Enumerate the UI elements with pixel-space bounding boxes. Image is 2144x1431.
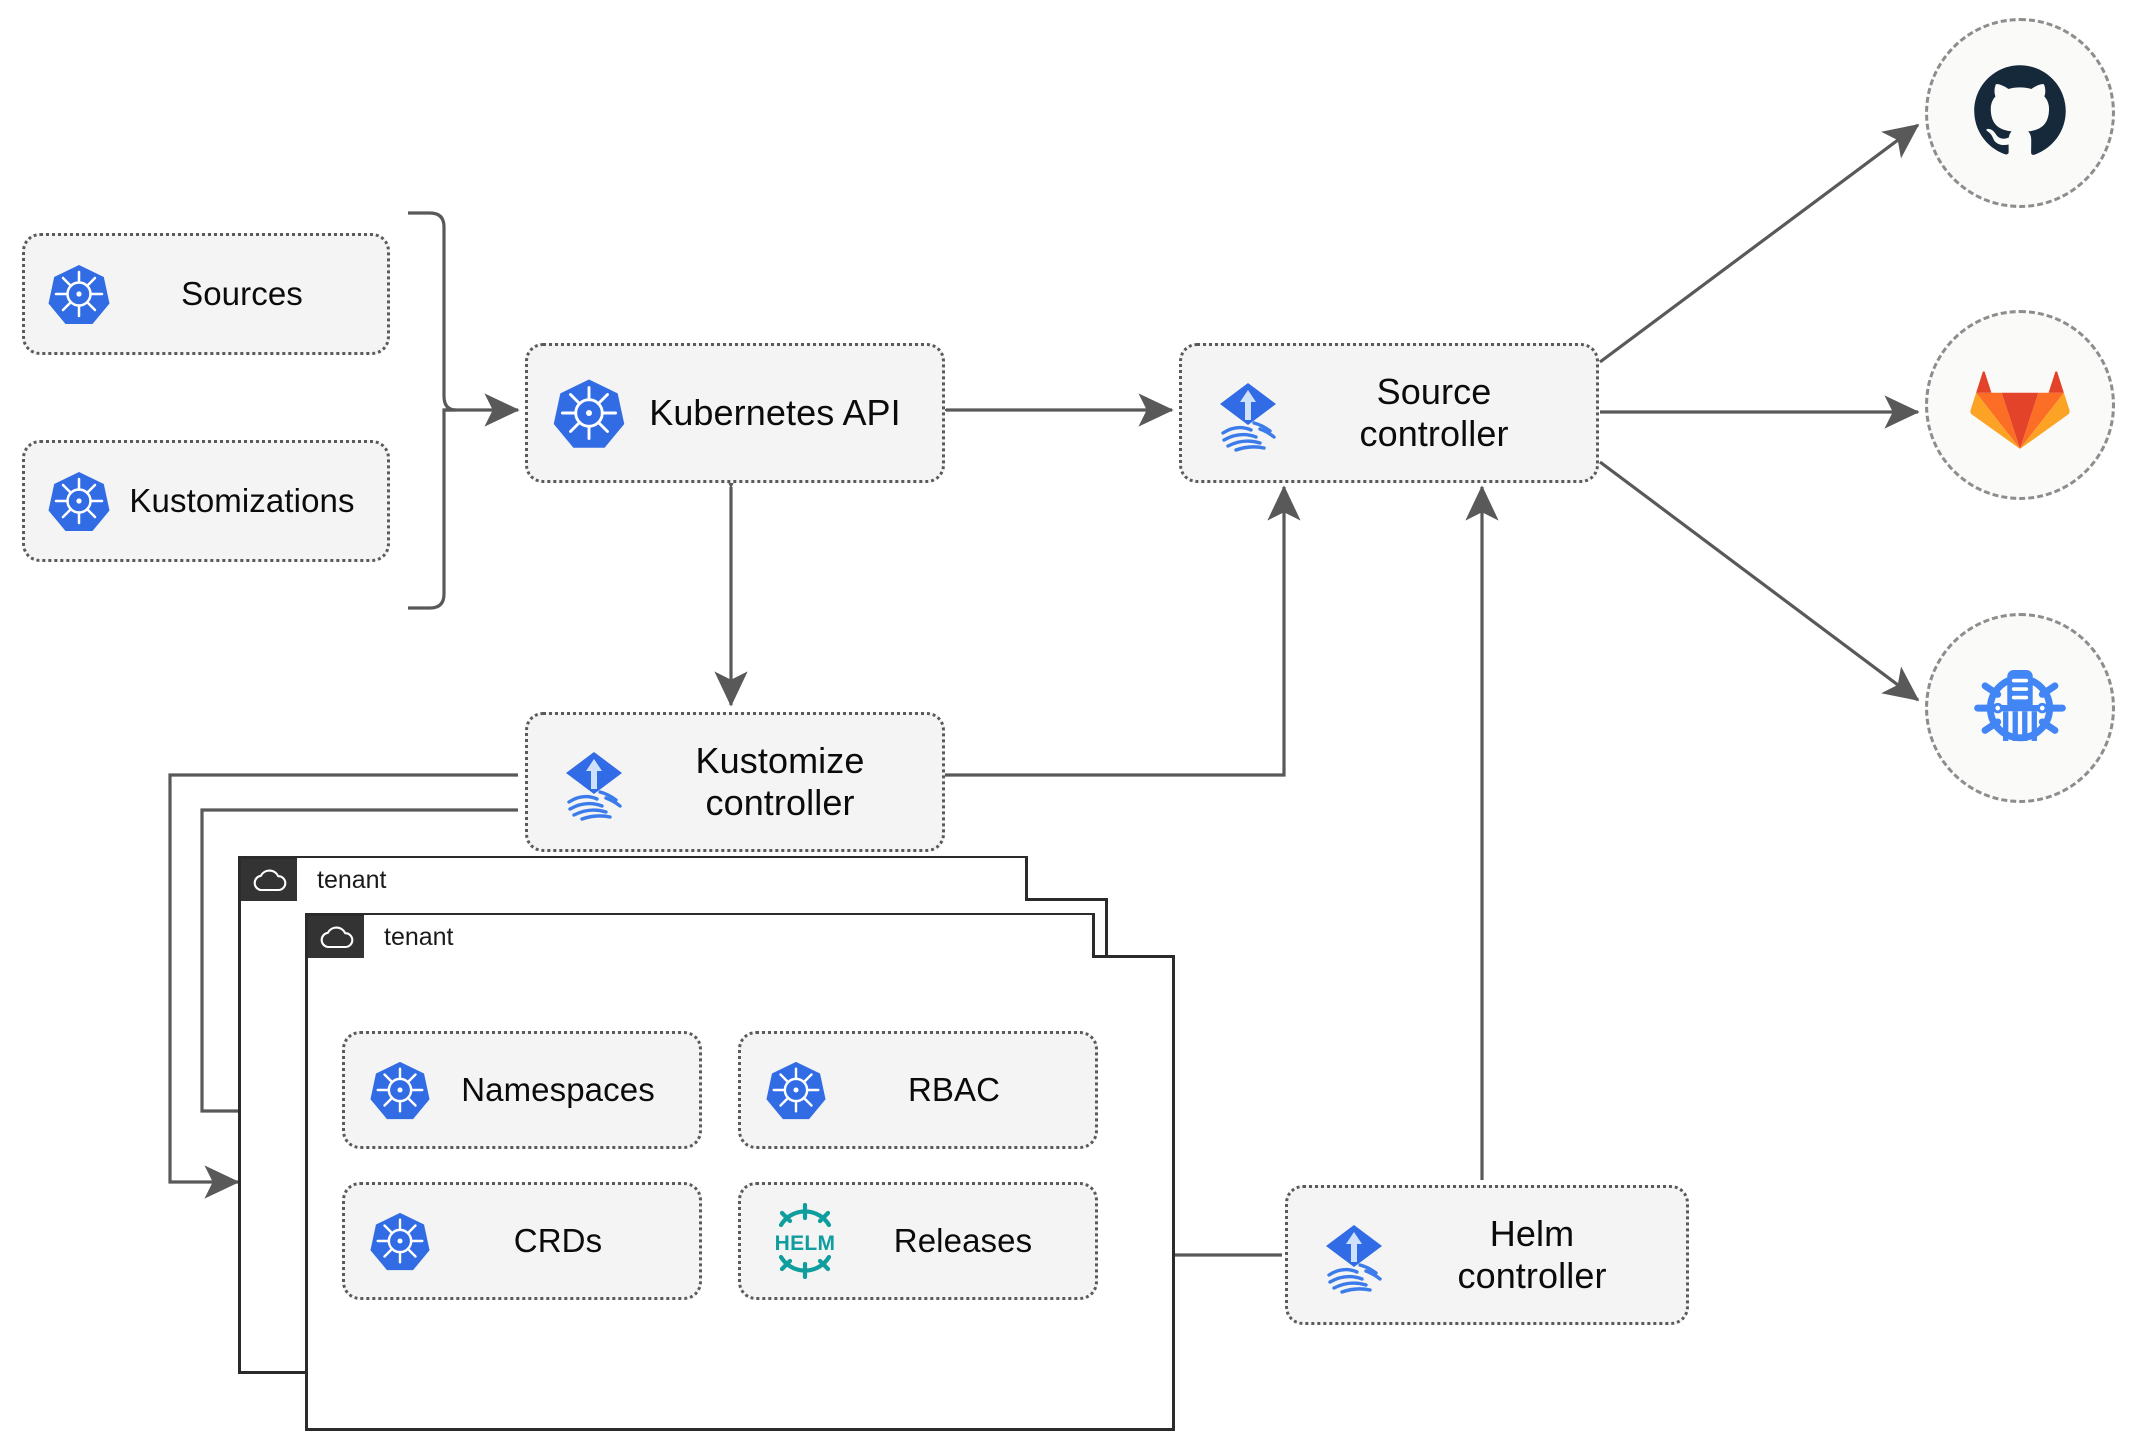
node-label-source-controller: Source controller <box>1290 371 1578 456</box>
kubernetes-icon <box>552 376 626 450</box>
edge-group-bracket <box>408 211 457 610</box>
tenant-tab-outer: tenant <box>238 856 1028 903</box>
flux-icon <box>1206 371 1290 455</box>
node-label-line1: Helm <box>1489 1212 1575 1254</box>
kubernetes-icon <box>369 1210 431 1272</box>
node-kustomize-controller[interactable]: Kustomize controller <box>525 712 945 852</box>
tenant-label-inner: tenant <box>364 914 1092 960</box>
node-label-line2: controller <box>1359 413 1509 454</box>
node-helm-controller[interactable]: Helm controller <box>1285 1185 1689 1325</box>
github-icon <box>1968 59 2072 168</box>
node-label-line1: Source <box>1376 370 1492 412</box>
node-crds[interactable]: CRDs <box>342 1182 702 1300</box>
node-label-line2: controller <box>705 782 855 823</box>
endpoint-bucket[interactable] <box>1925 613 2115 803</box>
node-label-line2: controller <box>1457 1255 1607 1296</box>
kubernetes-icon <box>47 469 111 533</box>
node-kustomizations[interactable]: Kustomizations <box>22 440 390 562</box>
node-label-kustomize-controller: Kustomize controller <box>636 740 924 825</box>
node-releases[interactable]: HELM Releases <box>738 1182 1098 1300</box>
node-label-rbac: RBAC <box>907 1070 1001 1108</box>
edge-kustomizecontroller-sourcecontroller <box>945 485 1301 777</box>
kubernetes-icon <box>765 1059 827 1121</box>
edge-sourcecontroller-bucket <box>1599 460 1920 702</box>
cloud-icon <box>308 915 364 960</box>
node-rbac[interactable]: RBAC <box>738 1031 1098 1149</box>
tenant-label-outer: tenant <box>297 857 1025 903</box>
endpoint-github[interactable] <box>1925 18 2115 208</box>
cloud-icon <box>241 858 297 903</box>
node-label-crds: CRDs <box>513 1221 603 1259</box>
flux-icon <box>1312 1213 1396 1297</box>
flux-icon <box>552 740 636 824</box>
node-sources[interactable]: Sources <box>22 233 390 355</box>
edge-sourcecontroller-github <box>1599 123 1920 364</box>
node-label-kustomizations: Kustomizations <box>129 481 355 519</box>
node-source-controller[interactable]: Source controller <box>1179 343 1599 483</box>
helm-icon: HELM <box>765 1203 845 1279</box>
node-label-line1: Kustomize <box>695 739 865 781</box>
svg-text:HELM: HELM <box>775 1232 836 1255</box>
kubernetes-icon <box>369 1059 431 1121</box>
node-label-kubernetes-api: Kubernetes API <box>649 391 901 433</box>
node-namespaces[interactable]: Namespaces <box>342 1031 702 1149</box>
tenant-tab-inner: tenant <box>305 913 1095 960</box>
bucket-icon <box>1967 653 2073 764</box>
node-label-helm-controller: Helm controller <box>1396 1213 1668 1298</box>
node-label-releases: Releases <box>893 1221 1033 1259</box>
kubernetes-icon <box>47 262 111 326</box>
endpoint-gitlab[interactable] <box>1925 310 2115 500</box>
node-kubernetes-api[interactable]: Kubernetes API <box>525 343 945 483</box>
node-label-namespaces: Namespaces <box>461 1070 655 1108</box>
node-label-sources: Sources <box>181 274 303 312</box>
gitlab-icon <box>1969 355 2071 456</box>
